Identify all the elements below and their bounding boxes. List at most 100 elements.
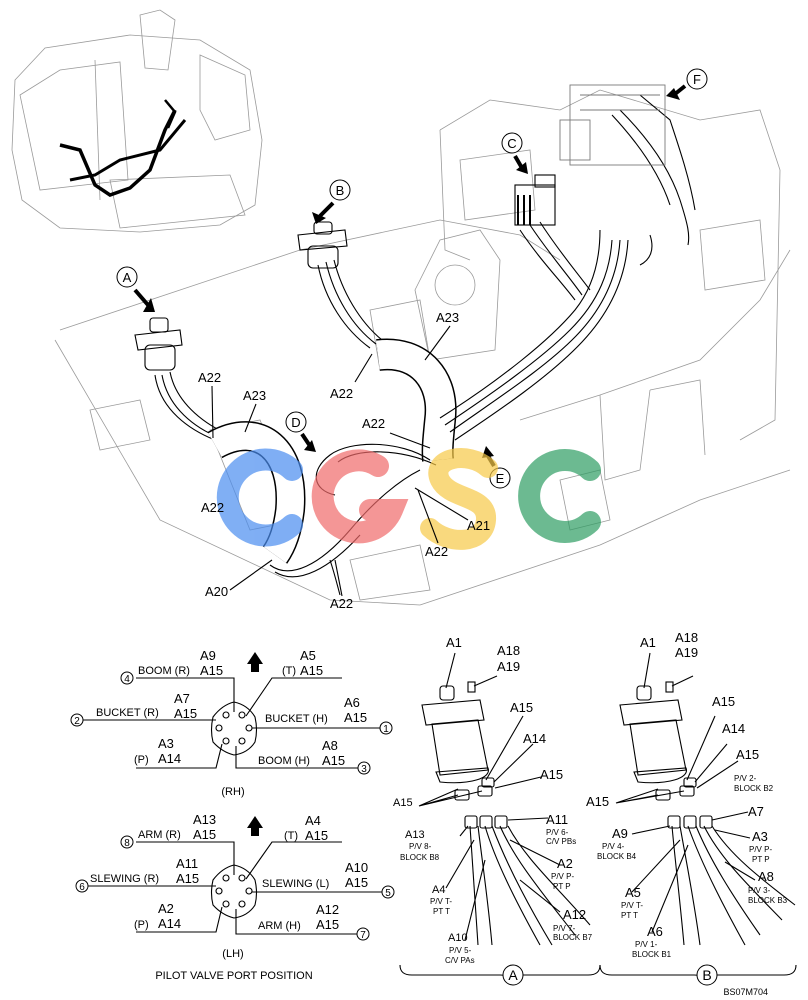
svg-text:A1: A1 xyxy=(446,635,462,650)
svg-text:BOOM (R): BOOM (R) xyxy=(138,665,190,677)
svg-text:A22: A22 xyxy=(330,596,353,611)
svg-text:A8: A8 xyxy=(322,738,338,753)
svg-text:A1: A1 xyxy=(640,635,656,650)
svg-text:PT T: PT T xyxy=(433,907,450,916)
svg-text:A4: A4 xyxy=(432,884,445,896)
svg-text:P/V 4-: P/V 4- xyxy=(602,842,625,851)
rh-port-diagram: A9 A15 BOOM (R) 4 A5 (T) A15 A7 A15 BUCK… xyxy=(70,648,393,798)
svg-text:(LH): (LH) xyxy=(222,948,243,960)
svg-text:C/V PBs: C/V PBs xyxy=(546,837,576,846)
detail-b: A1 A18 A19 A15 A14 A15 A15 P/V 2- BLOCK … xyxy=(586,630,797,986)
svg-text:A11: A11 xyxy=(546,812,568,827)
svg-text:A: A xyxy=(508,967,518,983)
svg-text:A23: A23 xyxy=(243,388,266,403)
callout-b: B xyxy=(312,179,351,224)
cab-inset xyxy=(11,9,263,233)
svg-text:A5: A5 xyxy=(625,885,641,900)
lh-forward-arrow xyxy=(247,816,263,836)
svg-text:P/V 6-: P/V 6- xyxy=(546,828,569,837)
svg-text:P/V 2-: P/V 2- xyxy=(734,774,757,783)
svg-text:A22: A22 xyxy=(425,544,448,559)
svg-text:(RH): (RH) xyxy=(221,786,244,798)
callout-d: D xyxy=(285,411,316,452)
svg-text:A15: A15 xyxy=(712,694,735,709)
svg-text:3: 3 xyxy=(361,764,367,775)
svg-text:2: 2 xyxy=(74,716,80,727)
watermark-letter-g xyxy=(311,449,409,544)
svg-text:A21: A21 xyxy=(467,518,490,533)
svg-text:BLOCK B4: BLOCK B4 xyxy=(597,852,637,861)
svg-text:A15: A15 xyxy=(176,871,199,886)
svg-text:(T): (T) xyxy=(284,830,298,842)
svg-text:A8: A8 xyxy=(758,869,774,884)
svg-text:A12: A12 xyxy=(316,902,339,917)
control-valve-c xyxy=(514,174,556,226)
callout-a: A xyxy=(116,266,155,312)
svg-text:A4: A4 xyxy=(305,813,321,828)
svg-text:A13: A13 xyxy=(405,829,425,841)
svg-text:B: B xyxy=(702,967,711,983)
watermark-letter-c xyxy=(518,449,601,543)
svg-text:A10: A10 xyxy=(345,860,368,875)
svg-text:A20: A20 xyxy=(205,584,228,599)
rh-forward-arrow xyxy=(247,652,263,672)
main-labels: A22 A23 A22 A20 A23 A22 A22 A21 A22 A22 xyxy=(198,310,490,611)
svg-text:P/V P-: P/V P- xyxy=(551,872,574,881)
svg-text:A15: A15 xyxy=(305,828,328,843)
watermark xyxy=(216,448,601,550)
svg-text:BLOCK B2: BLOCK B2 xyxy=(734,784,774,793)
svg-text:7: 7 xyxy=(360,930,366,941)
svg-text:A6: A6 xyxy=(344,695,360,710)
svg-text:A23: A23 xyxy=(436,310,459,325)
svg-text:A15: A15 xyxy=(344,710,367,725)
svg-text:PILOT VALVE PORT POSITION: PILOT VALVE PORT POSITION xyxy=(155,970,312,982)
svg-text:A10: A10 xyxy=(448,932,468,944)
svg-text:(P): (P) xyxy=(134,754,149,766)
svg-text:A14: A14 xyxy=(158,916,181,931)
svg-text:A13: A13 xyxy=(193,812,216,827)
svg-text:A9: A9 xyxy=(200,648,216,663)
svg-text:A7: A7 xyxy=(174,691,190,706)
svg-text:A15: A15 xyxy=(540,767,563,782)
svg-text:A22: A22 xyxy=(362,416,385,431)
svg-text:B: B xyxy=(336,183,345,198)
svg-text:A3: A3 xyxy=(752,829,768,844)
svg-text:SLEWING (R): SLEWING (R) xyxy=(90,873,159,885)
svg-text:A2: A2 xyxy=(557,856,573,871)
svg-text:BUCKET (H): BUCKET (H) xyxy=(265,713,328,725)
svg-text:A15: A15 xyxy=(174,706,197,721)
svg-text:A15: A15 xyxy=(300,663,323,678)
svg-text:A5: A5 xyxy=(300,648,316,663)
svg-text:C/V PAs: C/V PAs xyxy=(445,956,475,965)
detail-a: A1 A18 A19 A15 A14 A15 A15 A11 P/V 6- C/… xyxy=(393,635,601,986)
svg-text:PT T: PT T xyxy=(621,911,638,920)
svg-text:A: A xyxy=(123,270,132,285)
svg-text:A15: A15 xyxy=(316,917,339,932)
svg-text:A3: A3 xyxy=(158,736,174,751)
svg-text:BOOM (H): BOOM (H) xyxy=(258,755,310,767)
svg-text:D: D xyxy=(291,415,300,430)
svg-text:BUCKET (R): BUCKET (R) xyxy=(96,707,159,719)
svg-text:P/V 5-: P/V 5- xyxy=(449,946,472,955)
svg-text:1: 1 xyxy=(383,724,389,735)
svg-text:A19: A19 xyxy=(497,659,520,674)
svg-text:A9: A9 xyxy=(612,826,628,841)
svg-text:P/V 8-: P/V 8- xyxy=(409,842,432,851)
svg-text:A15: A15 xyxy=(345,875,368,890)
svg-text:ARM (R): ARM (R) xyxy=(138,829,181,841)
svg-text:A22: A22 xyxy=(330,386,353,401)
svg-text:A15: A15 xyxy=(322,753,345,768)
svg-text:A7: A7 xyxy=(748,804,764,819)
watermark-letter-c xyxy=(216,448,303,547)
svg-text:A2: A2 xyxy=(158,901,174,916)
svg-text:6: 6 xyxy=(79,882,85,893)
svg-text:P/V 3-: P/V 3- xyxy=(748,886,771,895)
svg-text:BLOCK B1: BLOCK B1 xyxy=(632,950,672,959)
valve-block-f xyxy=(559,84,666,166)
svg-text:BLOCK B3: BLOCK B3 xyxy=(748,896,788,905)
svg-text:PT P: PT P xyxy=(752,855,770,864)
svg-text:C: C xyxy=(507,136,516,151)
svg-text:P/V T-: P/V T- xyxy=(621,901,643,910)
